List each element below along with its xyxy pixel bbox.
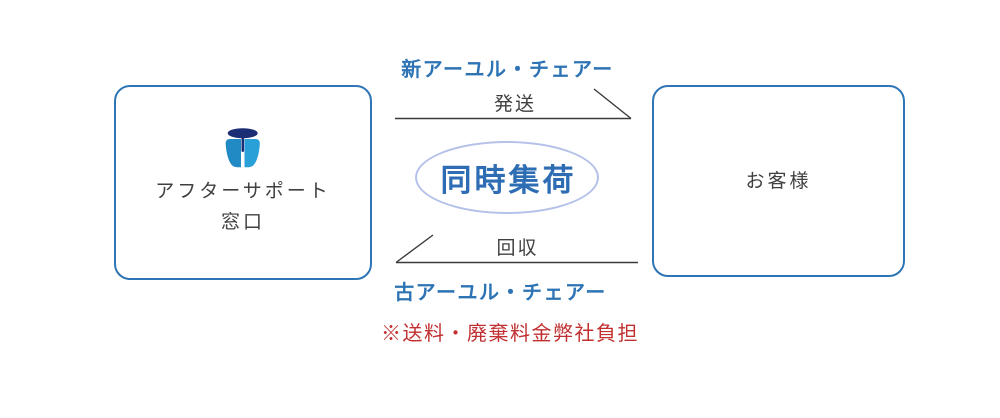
return-arrow xyxy=(395,234,638,264)
top-flow-product-label: 新アーユル・チェアー xyxy=(401,59,614,81)
after-support-label-line1: アフターサポート xyxy=(155,180,331,202)
simultaneous-pickup-label: 同時集荷 xyxy=(440,163,577,198)
ship-action-label: 発送 xyxy=(493,94,536,115)
return-action-label: 回収 xyxy=(496,238,539,259)
customer-label: お客様 xyxy=(745,170,812,192)
after-support-label: アフターサポート 窓口 xyxy=(155,176,331,238)
note-text: ※送料・廃棄料金弊社負担 xyxy=(381,323,639,345)
after-support-label-line2: 窓口 xyxy=(220,211,265,233)
bottom-flow-product-label: 古アーユル・チェアー xyxy=(394,282,607,304)
simultaneous-pickup-badge: 同時集荷 xyxy=(415,141,599,214)
after-support-box: アフターサポート 窓口 xyxy=(114,85,372,280)
customer-box: お客様 xyxy=(652,85,905,277)
ayur-chair-logo-icon xyxy=(225,127,260,167)
ship-arrow xyxy=(395,88,632,120)
